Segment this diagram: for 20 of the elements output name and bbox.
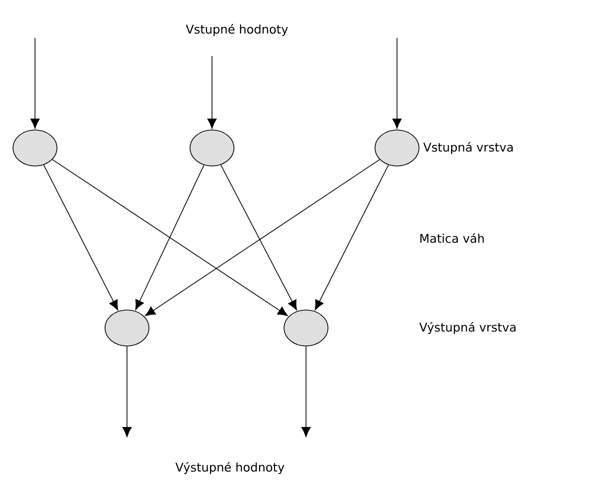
arrow [220,164,297,310]
arrow [301,346,311,438]
neuron-circle [104,310,150,346]
arrow [314,164,389,310]
arrow [122,346,132,438]
layer-label: Výstupná vrstva [419,322,516,334]
neuron-circle [190,130,234,166]
layer-label: Výstupné hodnoty [175,462,284,474]
neuron-circle [12,130,58,166]
neuron-circle [284,310,328,346]
layer-label: Vstupné hodnoty [186,24,288,36]
arrow [145,159,380,316]
neuron-circle [374,130,420,166]
arrow [135,164,204,310]
arrow [392,38,402,129]
arrow [30,38,40,129]
arrow [52,159,288,316]
arrow [43,164,118,310]
arrow [207,56,217,129]
layer-label: Matica váh [420,233,484,243]
